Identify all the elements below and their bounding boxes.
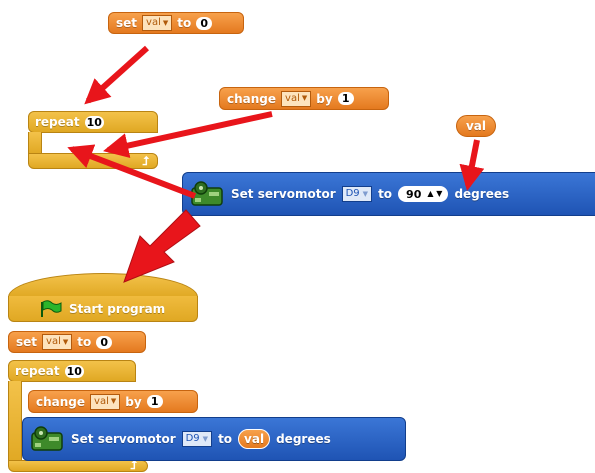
value-input[interactable]: 0 — [196, 16, 213, 30]
servo-block-prog[interactable]: Set servomotor D9 ▼ to val degrees — [22, 417, 406, 461]
to-label: to — [218, 432, 233, 446]
set-label: set — [16, 335, 38, 349]
value-input[interactable]: 0 — [96, 335, 113, 349]
servomotor-icon — [191, 181, 223, 206]
variable-dropdown[interactable]: val ▼ — [90, 393, 121, 410]
to-label: to — [77, 335, 92, 349]
reporter-label: val — [465, 119, 487, 133]
set-label: set — [116, 16, 138, 30]
change-label: change — [36, 394, 86, 409]
dropdown-arrow-icon: ▼ — [202, 434, 209, 443]
to-label: to — [378, 187, 393, 201]
val-reporter-in-slot[interactable]: val — [238, 429, 271, 449]
repeat-count-input[interactable]: 10 — [64, 364, 84, 378]
pin-dropdown[interactable]: D9 ▼ — [341, 186, 373, 202]
repeat-label: repeat — [35, 115, 80, 129]
arrow-set-to-repeat — [84, 45, 150, 105]
servo-label: Set servomotor — [231, 187, 336, 201]
variable-dropdown[interactable]: val ▼ — [42, 334, 73, 350]
value-input[interactable]: 1 — [337, 92, 354, 105]
repeat-count-input[interactable]: 10 — [84, 115, 104, 129]
set-val-block-top[interactable]: set val ▼ to 0 — [108, 12, 244, 34]
val-reporter-block[interactable]: val — [456, 115, 496, 137]
start-label: Start program — [69, 301, 166, 316]
degrees-input[interactable]: 90 ▲ ▼ — [398, 186, 449, 202]
loop-return-arrow-icon: ⮥ — [141, 154, 149, 168]
dropdown-arrow-icon: ▼ — [162, 18, 169, 27]
dropdown-arrow-icon: ▼ — [62, 337, 69, 346]
variable-dropdown[interactable]: val ▼ — [142, 15, 173, 31]
change-label: change — [227, 91, 277, 106]
to-label: to — [177, 16, 192, 30]
repeat-label: repeat — [15, 364, 60, 378]
servo-label: Set servomotor — [71, 432, 176, 446]
servo-block-top[interactable]: Set servomotor D9 ▼ to 90 ▲ ▼ degrees — [182, 172, 595, 216]
unit-label: degrees — [276, 432, 331, 446]
repeat-block-prog[interactable]: repeat 10 ⮥ — [8, 360, 428, 472]
arrow-to-program — [123, 209, 201, 283]
dropdown-arrow-icon: ▼ — [362, 189, 369, 198]
servomotor-icon — [31, 426, 63, 451]
pin-dropdown[interactable]: D9 ▼ — [181, 431, 213, 447]
hat-block-cap — [8, 273, 198, 297]
set-val-block-prog[interactable]: set val ▼ to 0 — [8, 331, 146, 353]
unit-label: degrees — [454, 187, 510, 201]
loop-return-arrow-icon: ⮥ — [129, 458, 137, 472]
variable-dropdown[interactable]: val ▼ — [281, 90, 312, 107]
by-label: by — [125, 394, 142, 409]
by-label: by — [316, 91, 333, 106]
change-val-block-top[interactable]: change val ▼ by 1 — [219, 87, 389, 110]
repeat-block-top[interactable]: repeat 10 ⮥ — [28, 111, 188, 169]
start-program-hat-block[interactable]: Start program — [8, 296, 198, 322]
value-input[interactable]: 1 — [146, 395, 163, 408]
dropdown-arrow-icon: ▼ — [110, 397, 117, 405]
stepper-arrows-icon[interactable]: ▲ ▼ — [427, 189, 443, 198]
green-flag-icon — [41, 299, 62, 317]
dropdown-arrow-icon: ▼ — [301, 94, 308, 102]
change-val-block-prog[interactable]: change val ▼ by 1 — [28, 390, 198, 413]
